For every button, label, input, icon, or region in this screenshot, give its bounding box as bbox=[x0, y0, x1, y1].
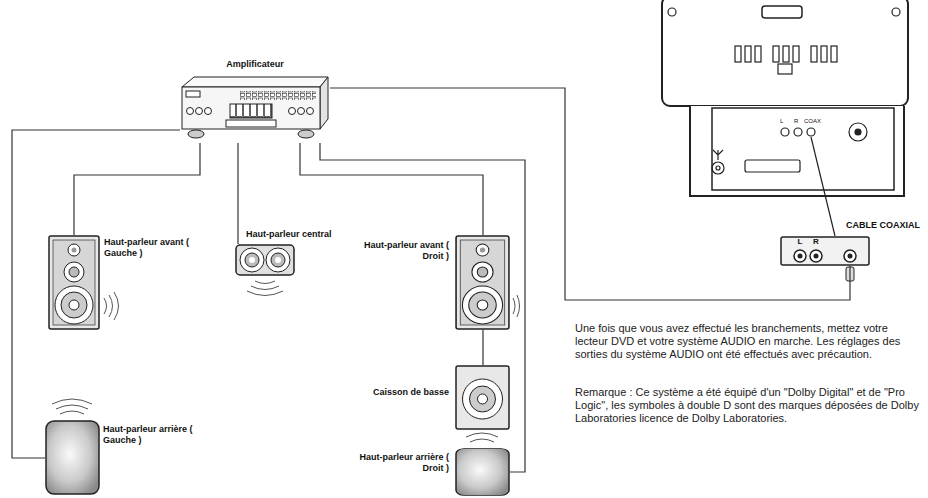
subwoofer-drawing bbox=[455, 365, 510, 430]
front-speaker-drawing bbox=[48, 235, 100, 330]
speaker-label: Haut-parleur arrière ( Gauche ) bbox=[103, 424, 198, 446]
speaker-wire bbox=[300, 143, 483, 235]
center-speaker-drawing bbox=[235, 244, 295, 276]
jack-label: COAX bbox=[804, 118, 824, 125]
speaker-label: Haut-parleur arrière ( Droit ) bbox=[359, 452, 449, 474]
note-text: Remarque : Ce système a été équipé d'un … bbox=[575, 386, 923, 425]
front-speaker-drawing bbox=[455, 235, 510, 330]
jack-label: L bbox=[794, 237, 806, 246]
speaker-label: CABLE COAXIAL bbox=[846, 220, 926, 231]
subwoofer: Caisson de basse bbox=[455, 365, 510, 430]
icon-holder bbox=[45, 420, 100, 495]
icon-holder bbox=[780, 236, 870, 266]
center-speaker: Haut-parleur central bbox=[235, 244, 295, 276]
rear-speaker-drawing bbox=[45, 420, 100, 495]
speaker-wire bbox=[330, 88, 850, 300]
amplifier: Amplificateur bbox=[180, 75, 330, 143]
speaker-label: Haut-parleur avant ( Gauche ) bbox=[104, 237, 194, 259]
connector-plate bbox=[780, 236, 870, 266]
front-left-speaker: Haut-parleur avant ( Gauche ) bbox=[48, 235, 100, 330]
icon-holder bbox=[235, 244, 295, 276]
jack-label: R bbox=[794, 118, 804, 125]
rear-left-speaker: Haut-parleur arrière ( Gauche ) bbox=[45, 420, 100, 495]
coax-connector: CABLE COAXIALLR bbox=[780, 236, 870, 266]
jack-label: R bbox=[810, 237, 822, 246]
speaker-wire bbox=[320, 143, 525, 472]
tv-back bbox=[662, 0, 908, 196]
front-right-speaker: Haut-parleur avant ( Droit ) bbox=[455, 235, 510, 330]
speaker-wire bbox=[74, 143, 200, 235]
speaker-label: Amplificateur bbox=[180, 59, 330, 70]
speaker-wire bbox=[12, 130, 180, 458]
speaker-label: Haut-parleur central bbox=[246, 229, 376, 240]
icon-holder bbox=[48, 235, 100, 330]
icon-holder bbox=[455, 365, 510, 430]
jack-label: L bbox=[780, 118, 790, 125]
amplifier-drawing bbox=[180, 75, 330, 143]
speaker-wire bbox=[482, 330, 483, 365]
rear-speaker-drawing bbox=[455, 448, 510, 496]
coax-cable bbox=[811, 137, 835, 236]
icon-holder bbox=[455, 448, 510, 496]
speaker-label: Caisson de basse bbox=[359, 387, 449, 398]
speaker-wire bbox=[237, 143, 238, 244]
rear-right-speaker: Haut-parleur arrière ( Droit ) bbox=[455, 448, 510, 496]
speaker-label: Haut-parleur avant ( Droit ) bbox=[359, 240, 449, 262]
icon-holder bbox=[180, 75, 330, 143]
icon-holder bbox=[455, 235, 510, 330]
sound-waves bbox=[52, 281, 520, 442]
note-text: Une fois que vous avez effectué les bran… bbox=[575, 322, 923, 361]
